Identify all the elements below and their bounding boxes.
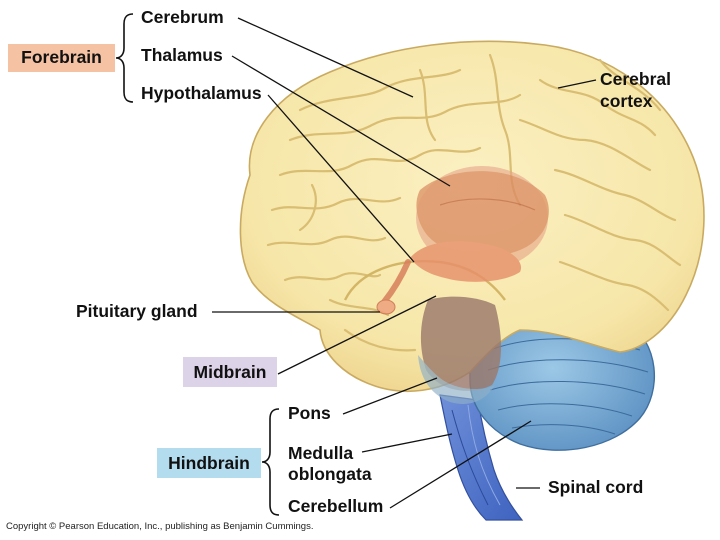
leader-lines — [212, 17, 597, 509]
pons-label: Pons — [288, 403, 331, 423]
cerebral-cortex-label-line2: cortex — [600, 91, 653, 111]
medulla-label-line1: Medulla — [288, 443, 354, 463]
thalamus-shape — [416, 171, 549, 257]
forebrain-label: Forebrain — [21, 47, 102, 67]
pituitary-gland-label: Pituitary gland — [76, 301, 198, 321]
forebrain-box: Forebrain — [8, 44, 115, 72]
hindbrain-label: Hindbrain — [168, 453, 250, 473]
hypothalamus-label: Hypothalamus — [141, 83, 262, 103]
spinal-cord-label: Spinal cord — [548, 477, 644, 497]
brainstem-shape — [439, 394, 524, 521]
pituitary-shape — [376, 299, 396, 315]
cerebrum-label: Cerebrum — [141, 7, 224, 27]
cerebellum-label: Cerebellum — [288, 496, 384, 516]
midbrain-label: Midbrain — [193, 362, 267, 382]
brace-hindbrain-icon — [261, 408, 280, 516]
thalamus-label: Thalamus — [141, 45, 223, 65]
copyright-notice: Copyright © Pearson Education, Inc., pub… — [6, 521, 314, 532]
hindbrain-box: Hindbrain — [157, 448, 261, 478]
midbrain-box: Midbrain — [183, 357, 277, 387]
cerebral-cortex-label-line1: Cerebral — [600, 69, 672, 89]
midbrain-shape — [420, 296, 501, 391]
inner-structures — [376, 166, 549, 405]
brace-forebrain-icon — [115, 13, 134, 103]
hypothalamus-shape — [410, 241, 522, 282]
medulla-label-line2: oblongata — [288, 464, 372, 484]
